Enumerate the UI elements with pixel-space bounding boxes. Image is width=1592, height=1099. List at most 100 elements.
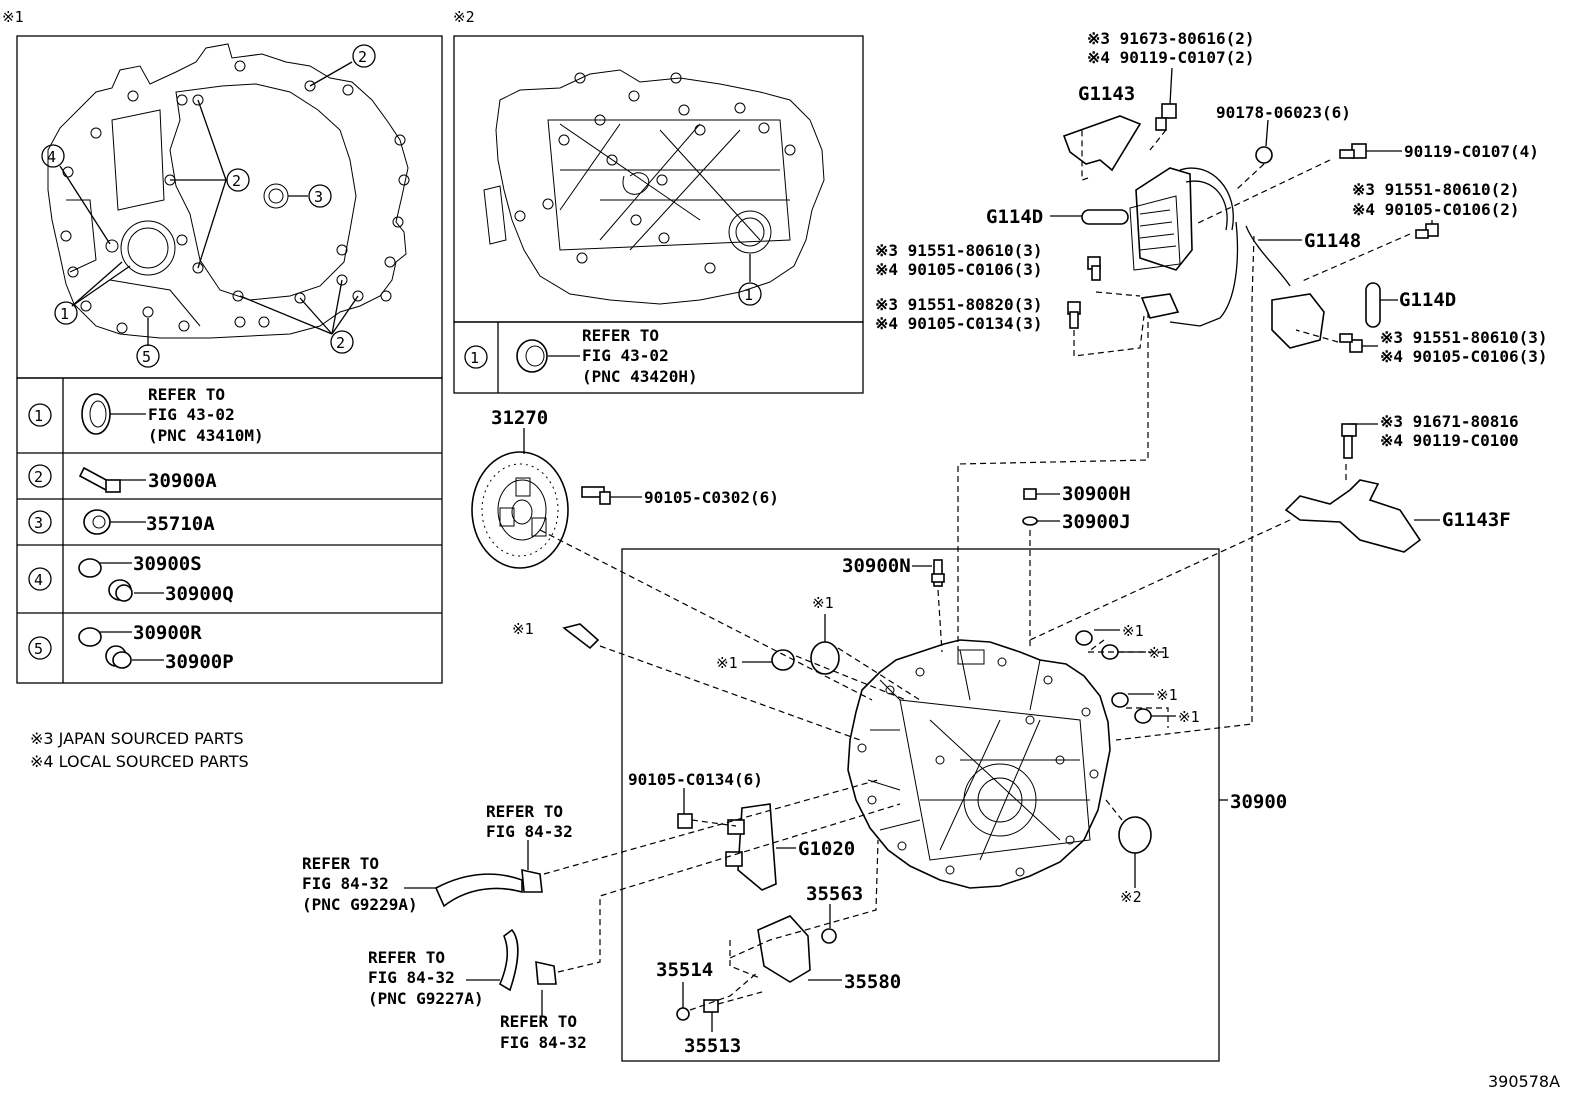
label-90105-c0302: 90105-C0302(6) — [644, 488, 779, 507]
label-30900j: 30900J — [1062, 511, 1131, 533]
svg-text:2: 2 — [358, 48, 367, 66]
inset-1-row-1-pnc: (PNC 43410M) — [148, 426, 264, 445]
svg-text:3: 3 — [34, 514, 43, 532]
label-90105-c0134-6: 90105-C0134(6) — [628, 770, 763, 789]
label-30900n: 30900N — [842, 555, 911, 577]
label-35563: 35563 — [806, 883, 863, 905]
bracket-g1143-drawing — [1062, 115, 1142, 172]
label-91551-80610-3b: ※3 91551-80610(3) — [1380, 328, 1548, 347]
svg-text:5: 5 — [34, 640, 43, 658]
label-x1-oring: ※1 — [716, 654, 738, 672]
wire-harness-drawing — [1129, 167, 1325, 349]
svg-text:3: 3 — [314, 188, 323, 206]
label-90105-c0106-3a: ※4 90105-C0106(3) — [875, 260, 1043, 279]
label-35580: 35580 — [844, 971, 901, 993]
bolt-holes — [60, 60, 410, 334]
label-g114d-a: G114D — [986, 206, 1043, 228]
inset-1-row-4-part-b: 30900Q — [165, 583, 234, 605]
svg-text:4: 4 — [34, 571, 43, 589]
label-91551-80820: ※3 91551-80820(3) — [875, 295, 1043, 314]
label-x1-gasket-2: ※1 — [1178, 708, 1200, 726]
bolt-90105-c0302-drawing — [581, 486, 611, 505]
inset-1-row-5-part-b: 30900P — [165, 651, 234, 673]
inset-2-row-1-pnc: (PNC 43420H) — [582, 367, 698, 386]
svg-text:5: 5 — [142, 348, 151, 366]
inset-1-row-1-fig: FIG 43-02 — [148, 405, 235, 424]
svg-text:1: 1 — [470, 349, 479, 367]
label-91673: ※3 91673-80616(2) — [1087, 29, 1255, 48]
inset-1-row-1-refer: REFER TO — [148, 385, 225, 404]
label-90105-c0134-3: ※4 90105-C0134(3) — [875, 314, 1043, 333]
label-x1-gasket-1: ※1 — [1148, 644, 1170, 662]
seal-g114d-a-drawing — [1081, 209, 1129, 225]
svg-text:2: 2 — [232, 172, 241, 190]
assembly-dashed-lines — [539, 128, 1411, 1011]
refer-3-line-1: REFER TO — [368, 948, 445, 967]
inset-1-table: 1 REFER TO FIG 43-02 (PNC 43410M) 2 3090… — [16, 377, 443, 684]
label-90119-c0107-4: 90119-C0107(4) — [1404, 142, 1539, 161]
bolt-top-drawing — [1155, 103, 1177, 131]
label-g1143: G1143 — [1078, 83, 1135, 105]
label-30900h: 30900H — [1062, 483, 1131, 505]
clutch-disc-31270-drawing — [471, 451, 569, 569]
note-local-sourced: ※4 LOCAL SOURCED PARTS — [30, 752, 249, 771]
note-japan-sourced: ※3 JAPAN SOURCED PARTS — [30, 729, 244, 748]
inset-2-frame — [453, 35, 864, 323]
refer-1-line-1: REFER TO — [486, 802, 563, 821]
bolt-right-drawing — [1339, 143, 1367, 159]
label-35514: 35514 — [656, 959, 713, 981]
nut-90178-drawing — [1255, 146, 1273, 164]
label-g114d-b: G114D — [1399, 289, 1456, 311]
bracket-g1143f-drawing — [1284, 479, 1422, 553]
inset-2-mark: ※2 — [453, 8, 475, 26]
inset-2-row-1-fig: FIG 43-02 — [582, 346, 669, 365]
inset-1-mark: ※1 — [2, 8, 24, 26]
label-x1-plug-2: ※1 — [1156, 686, 1178, 704]
label-x1-bolt: ※1 — [512, 620, 534, 638]
refer-4-line-1: REFER TO — [500, 1012, 577, 1031]
svg-text:1: 1 — [60, 305, 69, 323]
label-91551-80610-3a: ※3 91551-80610(3) — [875, 241, 1043, 260]
svg-text:2: 2 — [34, 468, 43, 486]
refer-1-line-2: FIG 84-32 — [486, 822, 573, 841]
inset-1-row-2-part: 30900A — [148, 470, 217, 492]
label-x1-plug-1: ※1 — [1122, 622, 1144, 640]
inset-1-row-3-part: 35710A — [146, 513, 215, 535]
refer-2-line-2: FIG 84-32 — [302, 874, 389, 893]
label-31270: 31270 — [491, 407, 548, 429]
inset-1-row-4-part-a: 30900S — [133, 553, 202, 575]
inset-2-row-1-refer: REFER TO — [582, 326, 659, 345]
inset-1-row-5-part-a: 30900R — [133, 622, 202, 644]
refer-3-line-2: FIG 84-32 — [368, 968, 455, 987]
part-labels: ※3 91673-80616(2) ※4 90119-C0107(2) G114… — [302, 29, 1560, 1091]
refer-3-line-3: (PNC G9227A) — [368, 989, 484, 1008]
label-x2-seal: ※2 — [1120, 888, 1142, 906]
label-90119-c0100: ※4 90119-C0100 — [1380, 431, 1519, 450]
inset-1-frame — [16, 35, 443, 379]
illustration-code: 390578A — [1488, 1072, 1560, 1091]
label-x1-seal-large: ※1 — [812, 594, 834, 612]
label-35513: 35513 — [684, 1035, 741, 1057]
refer-2-line-1: REFER TO — [302, 854, 379, 873]
inset-1-callouts: 2 2 3 4 1 2 5 — [41, 44, 376, 368]
transaxle-case-rear-drawing — [495, 69, 825, 305]
transaxle-case-face-drawing — [47, 43, 409, 339]
label-g1143f: G1143F — [1442, 509, 1511, 531]
seal-g114d-b-drawing — [1365, 282, 1381, 328]
label-91671: ※3 91671-80816 — [1380, 412, 1519, 431]
inset-1: ※1 — [2, 8, 443, 684]
label-g1020: G1020 — [798, 838, 855, 860]
refer-2-line-3: (PNC G9229A) — [302, 895, 418, 914]
transaxle-housing-drawing — [847, 639, 1111, 889]
label-90105-c0106-2: ※4 90105-C0106(2) — [1352, 200, 1520, 219]
label-30900: 30900 — [1230, 791, 1287, 813]
transaxle-assembly-frame — [621, 548, 1220, 1062]
label-90105-c0106-3b: ※4 90105-C0106(3) — [1380, 347, 1548, 366]
svg-text:2: 2 — [336, 334, 345, 352]
svg-text:4: 4 — [47, 148, 56, 166]
refer-4-line-2: FIG 84-32 — [500, 1033, 587, 1052]
inset-2: ※2 1 1 REFER TO FIG 43-02 (PNC 43420H) — [453, 8, 864, 394]
label-g1148: G1148 — [1304, 230, 1361, 252]
svg-text:1: 1 — [34, 407, 43, 425]
